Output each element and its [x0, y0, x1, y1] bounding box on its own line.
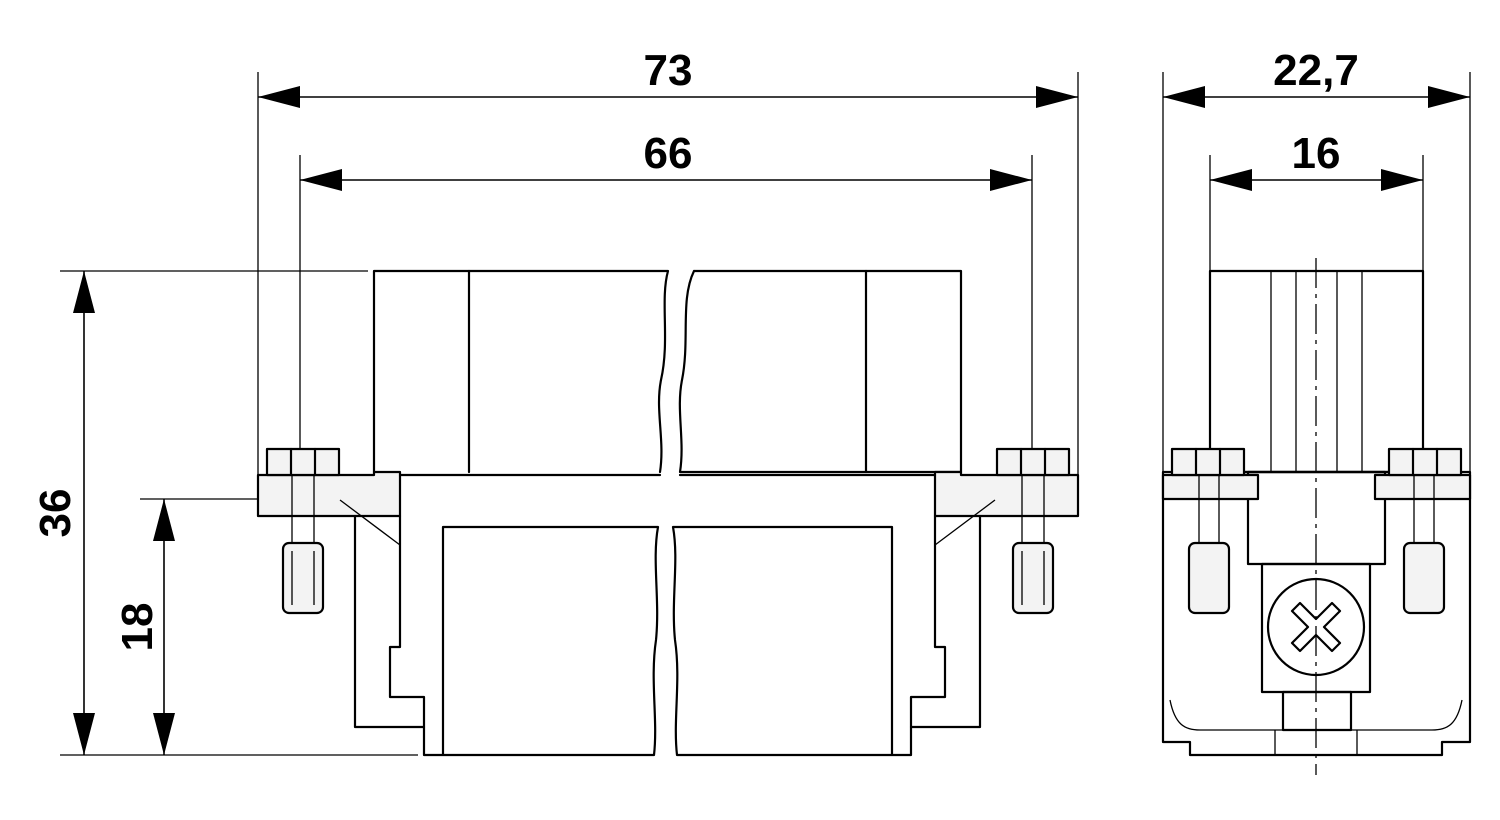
dim-16-arrow-left	[1210, 169, 1252, 191]
dim-66-arrow-left	[300, 169, 342, 191]
dim-73-label: 73	[644, 46, 693, 95]
side-right-screw-head	[1387, 447, 1463, 477]
left-screw-head	[265, 447, 341, 477]
right-screw-head	[995, 447, 1071, 477]
flange-left	[256, 470, 402, 518]
front-view: 73 66 36 18	[31, 46, 1080, 757]
dim-36-arrow-bottom	[73, 713, 95, 755]
dim-73-arrow-left	[258, 86, 300, 108]
lower-body-left-step	[388, 514, 426, 729]
dim-227-arrow-right	[1428, 86, 1470, 108]
side-body	[1161, 470, 1472, 757]
dim-18-arrow-top	[153, 499, 175, 541]
dim-227-arrow-left	[1163, 86, 1205, 108]
dim-18-arrow-bottom	[153, 713, 175, 755]
lower-body-right-step	[909, 514, 947, 729]
right-screw-nut	[1011, 541, 1055, 615]
dim-16-label: 16	[1292, 129, 1341, 178]
right-screw	[995, 447, 1071, 615]
left-screw-nut	[281, 541, 325, 615]
coding-screw-circle	[1266, 577, 1366, 677]
side-flange-left	[1161, 473, 1260, 501]
dim-227-label: 22,7	[1273, 46, 1359, 95]
flange-left-bevel	[339, 499, 401, 546]
dim-66-label: 66	[644, 129, 693, 178]
flange-right	[933, 470, 1080, 518]
side-view: 22,7 16	[1161, 46, 1472, 775]
lower-body-left	[353, 514, 660, 757]
dim-66-arrow-right	[990, 169, 1032, 191]
side-right-screw-nut	[1402, 541, 1446, 615]
dim-16-arrow-right	[1381, 169, 1423, 191]
coding-screw-cross-icon	[1290, 601, 1342, 653]
side-coding-stem	[1281, 690, 1353, 732]
side-left-screw-head	[1170, 447, 1246, 477]
side-left-screw-nut	[1187, 541, 1231, 615]
flange-right-bevel	[934, 499, 996, 546]
left-screw	[265, 447, 341, 615]
dim-73-arrow-right	[1036, 86, 1078, 108]
side-flange-right	[1373, 473, 1472, 501]
upper-housing-right	[678, 269, 963, 474]
dim-36-arrow-top	[73, 271, 95, 313]
upper-housing-left	[372, 269, 670, 474]
dim-36-label: 36	[31, 489, 80, 538]
dim-18-label: 18	[113, 603, 162, 652]
lower-body-right	[671, 514, 982, 757]
